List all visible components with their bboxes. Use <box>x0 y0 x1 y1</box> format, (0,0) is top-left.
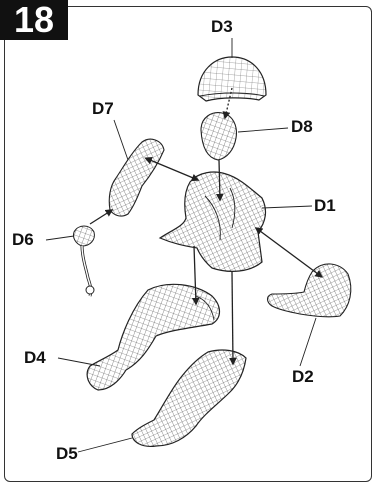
part-label-d8: D8 <box>291 118 313 136</box>
part-label-d5: D5 <box>56 445 78 463</box>
torso-part-d1 <box>160 172 265 271</box>
leg-part-d5 <box>132 350 246 446</box>
part-label-d4: D4 <box>24 349 46 367</box>
part-label-d7: D7 <box>92 100 114 118</box>
arm-part-d7 <box>109 139 164 216</box>
part-label-d1: D1 <box>314 197 336 215</box>
head-part-d8 <box>201 113 236 160</box>
part-label-d2: D2 <box>292 368 314 386</box>
part-label-d6: D6 <box>12 231 34 249</box>
part-label-d3: D3 <box>211 18 233 36</box>
hand-part-d6 <box>73 226 94 296</box>
arm-part-d2 <box>268 264 351 317</box>
helmet-part-d3 <box>198 57 266 101</box>
